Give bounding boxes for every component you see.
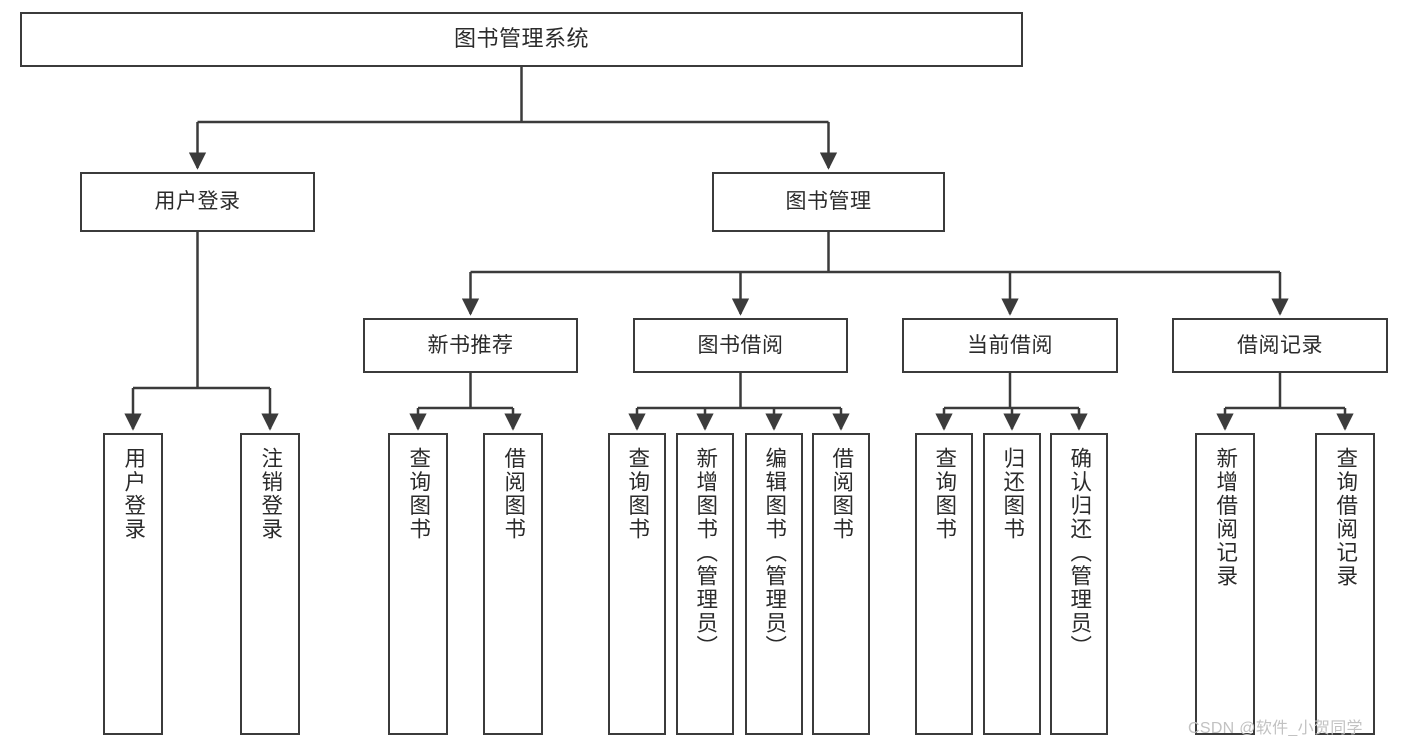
leaf-user-login[interactable]: 用户登录 xyxy=(103,433,163,735)
node-user-login-label: 用户登录 xyxy=(154,190,241,214)
leaf-return-book[interactable]: 归还图书 xyxy=(983,433,1041,735)
node-borrow-records-label: 借阅记录 xyxy=(1237,333,1323,357)
watermark: CSDN @软件_小贺同学 xyxy=(1188,720,1363,737)
leaf-borrow-book[interactable]: 借阅图书 xyxy=(812,433,870,735)
leaf-query-book-new-label: 查询图书 xyxy=(406,447,431,541)
node-book-borrow-label: 图书借阅 xyxy=(697,333,784,357)
node-new-book-recommend[interactable]: 新书推荐 xyxy=(363,318,578,373)
leaf-add-book-admin-label: 新增图书（管理员） xyxy=(693,447,718,659)
leaf-add-borrow-record-label: 新增借阅记录 xyxy=(1213,447,1238,588)
leaf-borrow-book-new[interactable]: 借阅图书 xyxy=(483,433,543,735)
leaf-logout-label: 注销登录 xyxy=(258,447,283,541)
node-book-management-label: 图书管理 xyxy=(785,190,872,214)
leaf-borrow-book-new-label: 借阅图书 xyxy=(501,447,526,541)
leaf-query-book-current-label: 查询图书 xyxy=(932,447,957,541)
node-root-label: 图书管理系统 xyxy=(453,26,589,52)
leaf-edit-book-admin-label: 编辑图书（管理员） xyxy=(762,447,787,659)
node-current-borrow-label: 当前借阅 xyxy=(967,333,1053,357)
node-current-borrow[interactable]: 当前借阅 xyxy=(902,318,1118,373)
leaf-query-borrow-record[interactable]: 查询借阅记录 xyxy=(1315,433,1375,735)
leaf-query-book-borrow[interactable]: 查询图书 xyxy=(608,433,666,735)
leaf-add-book-admin[interactable]: 新增图书（管理员） xyxy=(676,433,734,735)
leaf-edit-book-admin[interactable]: 编辑图书（管理员） xyxy=(745,433,803,735)
node-book-borrow[interactable]: 图书借阅 xyxy=(633,318,848,373)
leaf-return-book-label: 归还图书 xyxy=(1000,447,1025,541)
leaf-user-login-label: 用户登录 xyxy=(121,447,146,541)
leaf-confirm-return-admin-label: 确认归还（管理员） xyxy=(1067,447,1092,659)
leaf-logout[interactable]: 注销登录 xyxy=(240,433,300,735)
node-new-book-recommend-label: 新书推荐 xyxy=(427,333,514,357)
leaf-query-book-borrow-label: 查询图书 xyxy=(625,447,650,541)
leaf-add-borrow-record[interactable]: 新增借阅记录 xyxy=(1195,433,1255,735)
leaf-query-book-new[interactable]: 查询图书 xyxy=(388,433,448,735)
node-book-management[interactable]: 图书管理 xyxy=(712,172,945,232)
leaf-query-book-current[interactable]: 查询图书 xyxy=(915,433,973,735)
leaf-confirm-return-admin[interactable]: 确认归还（管理员） xyxy=(1050,433,1108,735)
leaf-query-borrow-record-label: 查询借阅记录 xyxy=(1333,447,1358,588)
node-root[interactable]: 图书管理系统 xyxy=(20,12,1023,67)
node-borrow-records[interactable]: 借阅记录 xyxy=(1172,318,1388,373)
leaf-borrow-book-label: 借阅图书 xyxy=(829,447,854,541)
node-user-login[interactable]: 用户登录 xyxy=(80,172,315,232)
